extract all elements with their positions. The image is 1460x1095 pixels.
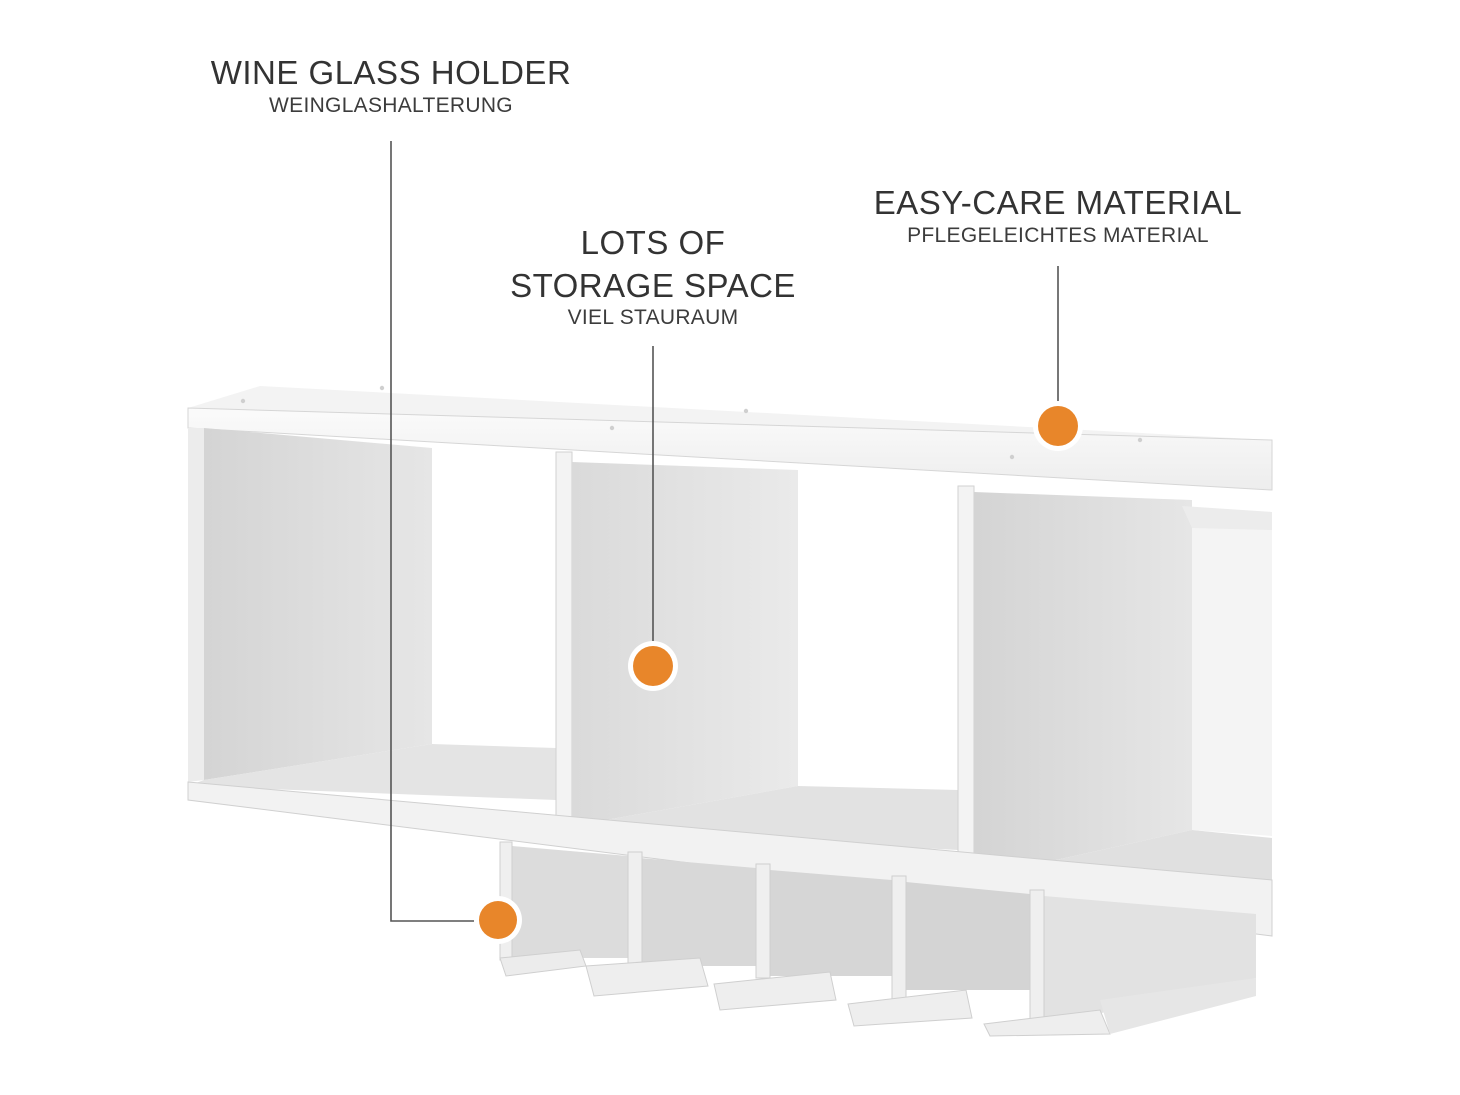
storage-space-title-line1: LOTS OF <box>580 224 726 261</box>
wine-glass-holder-title: WINE GLASS HOLDER <box>210 54 572 91</box>
label-storage-space: LOTS OF STORAGE SPACE VIEL STAURAUM <box>483 224 823 330</box>
easy-care-subtitle: PFLEGELEICHTES MATERIAL <box>907 223 1209 247</box>
wine-glass-holder-subtitle: WEINGLASHALTERUNG <box>269 93 513 117</box>
easy-care-title: EASY-CARE MATERIAL <box>873 184 1243 221</box>
upper-shelf <box>187 385 1273 937</box>
divider-2 <box>957 485 975 879</box>
marker-storage-space <box>628 641 678 691</box>
label-wine-glass-holder: WINE GLASS HOLDER WEINGLASHALTERUNG <box>191 54 591 117</box>
marker-easy-care <box>1033 401 1083 451</box>
cube-1-back <box>204 428 432 780</box>
wine-glass-holder <box>499 841 1256 1037</box>
leader-line-wine <box>390 141 474 922</box>
divider-1 <box>555 451 573 827</box>
storage-space-subtitle: VIEL STAURAUM <box>567 306 739 330</box>
top-board-front <box>187 407 1273 491</box>
leader-lines <box>390 141 1059 922</box>
marker-wine-glass-holder <box>474 896 522 944</box>
label-easy-care-material: EASY-CARE MATERIAL PFLEGELEICHTES MATERI… <box>848 184 1268 247</box>
storage-space-title-line2: STORAGE SPACE <box>510 266 796 304</box>
cube-2-back <box>572 462 798 826</box>
cube-3-back <box>974 492 1192 878</box>
